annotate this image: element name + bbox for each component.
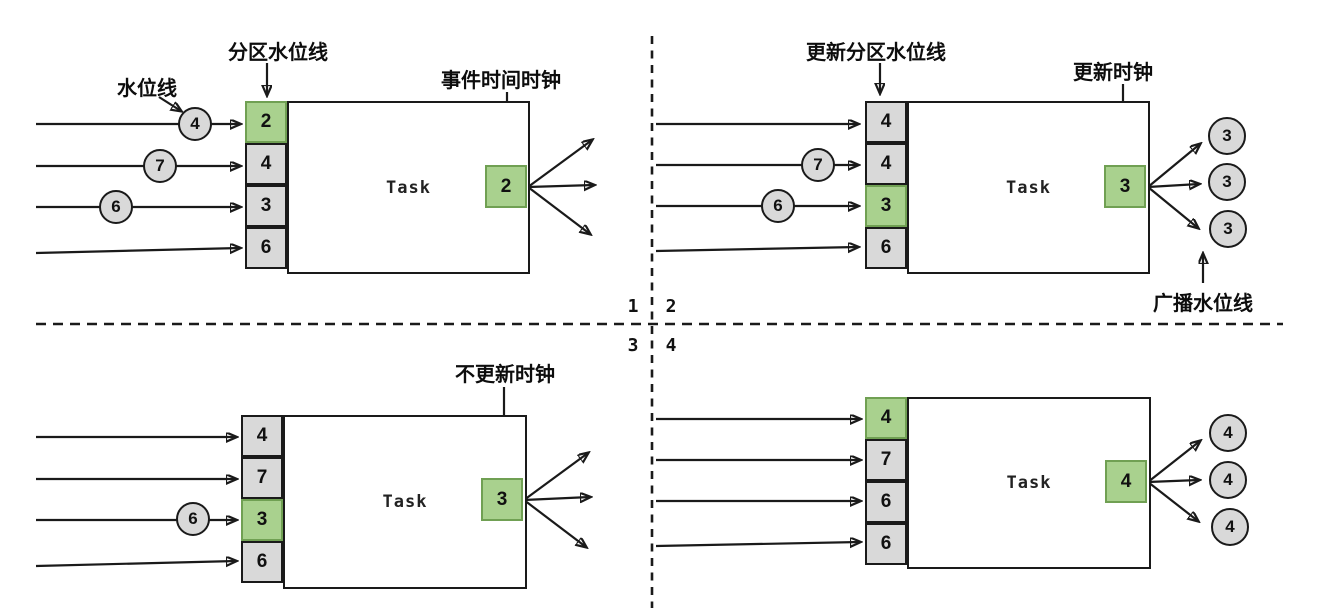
q4-cell-3: 6 <box>865 481 907 523</box>
q2-cell-4: 6 <box>865 227 907 269</box>
quadrant-number-2: 2 <box>665 296 677 317</box>
q3-partition-watermark-cells: 4 7 3 6 <box>241 415 283 583</box>
q2-cell-2: 4 <box>865 143 907 185</box>
q1-output-arrow-2 <box>527 185 594 187</box>
q1-output-arrow-1 <box>527 140 592 188</box>
q1-cell-1: 2 <box>245 101 287 143</box>
q1-event-time-clock-label: 事件时间时钟 <box>441 70 561 92</box>
q1-event-time-clock-box: 2 <box>485 165 527 208</box>
q4-input-stream-4 <box>655 542 860 546</box>
q4-event-time-clock-box: 4 <box>1105 460 1147 503</box>
q3-output-arrow-3 <box>523 499 586 547</box>
q2-partition-watermark-cells: 4 4 3 6 <box>865 101 907 269</box>
q3-cell-3: 3 <box>241 499 283 541</box>
q1-cell-4: 6 <box>245 227 287 269</box>
q4-cell-4: 6 <box>865 523 907 565</box>
q3-cell-2: 7 <box>241 457 283 499</box>
q4-partition-watermark-cells: 4 7 6 6 <box>865 397 907 565</box>
q4-cell-1: 4 <box>865 397 907 439</box>
quadrant-number-1: 1 <box>627 296 639 317</box>
q2-broadcast-watermark-label: 广播水位线 <box>1153 293 1253 315</box>
q4-broadcast-circle-3: 4 <box>1211 508 1249 546</box>
quadrant-number-3: 3 <box>627 335 639 356</box>
q4-broadcast-circle-1: 4 <box>1209 414 1247 452</box>
q3-no-update-clock-label: 不更新时钟 <box>455 364 555 386</box>
q1-input-stream-4 <box>35 248 240 253</box>
q3-event-time-clock-box: 3 <box>481 478 523 521</box>
q4-task-label: Task <box>1006 473 1052 493</box>
q4-output-arrow-3 <box>1147 481 1198 521</box>
q2-output-arrow-2 <box>1147 184 1199 187</box>
q2-output-arrow-3 <box>1147 186 1198 228</box>
q1-partition-watermark-label: 分区水位线 <box>228 42 328 64</box>
q3-cell-1: 4 <box>241 415 283 457</box>
q2-task-box: Task <box>907 101 1150 274</box>
q1-task-label: Task <box>386 177 431 198</box>
q2-event-time-clock-box: 3 <box>1104 165 1146 208</box>
q2-cell-1: 4 <box>865 101 907 143</box>
q1-cell-3: 3 <box>245 185 287 227</box>
q2-broadcast-circle-2: 3 <box>1208 163 1246 201</box>
q1-watermark-circle-2: 7 <box>143 149 177 183</box>
q2-watermark-circle-1: 7 <box>801 148 835 182</box>
q4-output-arrow-1 <box>1147 441 1200 483</box>
q3-cell-4: 6 <box>241 541 283 583</box>
q2-output-arrow-1 <box>1147 144 1200 188</box>
q2-task-label: Task <box>1006 177 1051 198</box>
q1-cell-2: 4 <box>245 143 287 185</box>
q4-broadcast-circle-2: 4 <box>1209 461 1247 499</box>
q2-update-partition-watermark-label: 更新分区水位线 <box>806 42 946 64</box>
q4-cell-2: 7 <box>865 439 907 481</box>
q2-update-clock-label: 更新时钟 <box>1073 62 1153 84</box>
q1-watermark-circle-3: 6 <box>99 190 133 224</box>
q2-broadcast-circle-3: 3 <box>1209 210 1247 248</box>
q3-watermark-circle-1: 6 <box>176 502 210 536</box>
q2-broadcast-circle-1: 3 <box>1208 117 1246 155</box>
q3-output-arrow-2 <box>523 497 590 500</box>
q2-watermark-circle-2: 6 <box>761 189 795 223</box>
q1-output-arrow-3 <box>527 186 590 234</box>
q4-output-arrow-2 <box>1147 480 1199 482</box>
q2-input-stream-4 <box>655 247 858 251</box>
q1-watermark-circle-1: 4 <box>178 107 212 141</box>
quadrant-number-4: 4 <box>665 335 677 356</box>
q1-watermark-label: 水位线 <box>117 78 177 100</box>
q1-watermark-arrow <box>158 96 181 111</box>
q2-cell-3: 3 <box>865 185 907 227</box>
q3-input-stream-4 <box>35 561 236 566</box>
q1-partition-watermark-cells: 2 4 3 6 <box>245 101 287 269</box>
q3-output-arrow-1 <box>523 453 588 501</box>
q3-task-label: Task <box>382 492 428 512</box>
